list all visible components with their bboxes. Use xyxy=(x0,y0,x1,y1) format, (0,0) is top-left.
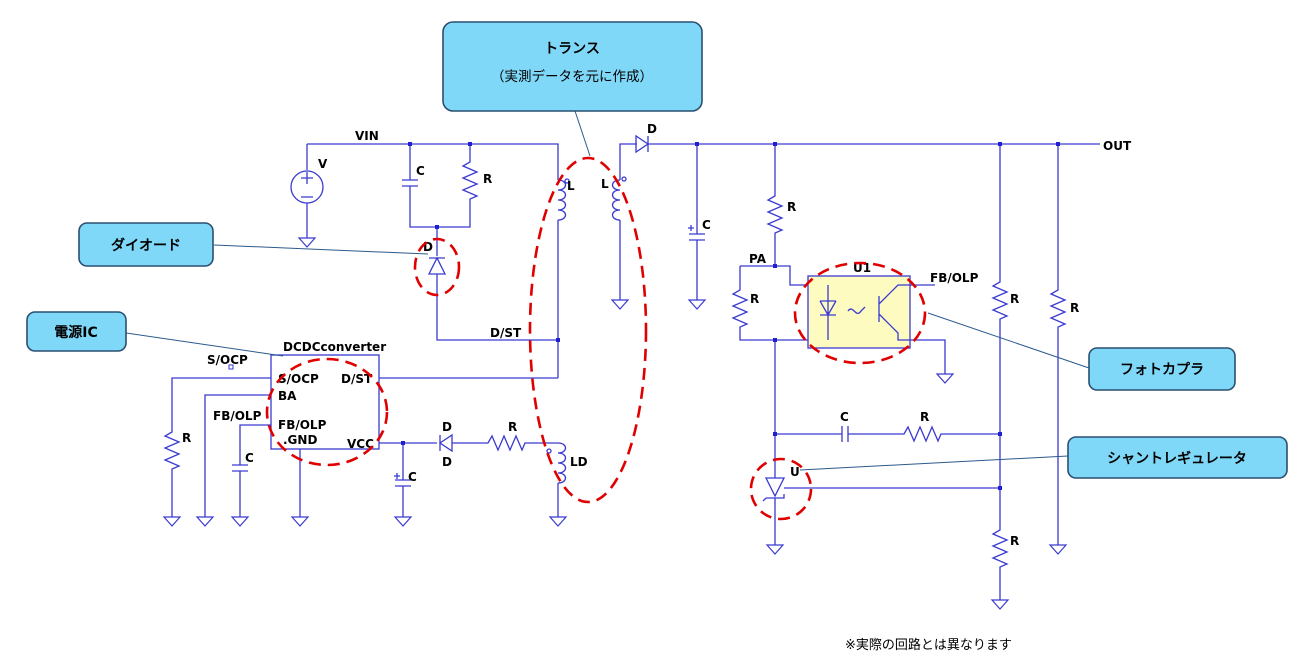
power-ic-highlight xyxy=(265,357,389,467)
divider-bottom-r-label: R xyxy=(1010,534,1019,548)
ic-pin-socp: S/OCP xyxy=(278,372,319,386)
shunt-regulator-highlight xyxy=(749,457,813,521)
ic-pin-dst: D/ST xyxy=(341,372,373,386)
u1-label: U1 xyxy=(853,261,871,275)
output-d-label: D xyxy=(647,122,657,136)
transformer-highlight xyxy=(528,156,648,504)
callout-diode: ダイオード xyxy=(78,222,214,267)
shunt-regulator xyxy=(762,434,1000,555)
output-c-label: C xyxy=(702,218,711,232)
ic-name-label: DCDCconverter xyxy=(283,340,386,354)
callout-shunt-regulator: シャントレギュレータ xyxy=(1067,436,1288,479)
callout-transformer: トランス （実測データを元に作成） xyxy=(442,21,703,112)
primary-winding xyxy=(557,178,570,378)
net-socp-label: S/OCP xyxy=(207,353,248,367)
callout-power-ic: 電源IC xyxy=(26,311,127,352)
input-source xyxy=(290,143,559,248)
pa-label: PA xyxy=(749,252,767,266)
primary-l-label: L xyxy=(567,179,575,193)
out-label: OUT xyxy=(1103,139,1132,153)
ocp-r-label: R xyxy=(182,431,191,445)
diode-leader xyxy=(213,244,429,255)
vcc-d-bottom-label: D xyxy=(442,455,452,469)
comp-r-label: R xyxy=(920,410,929,424)
shunt-u-label: U xyxy=(790,465,800,479)
pa-r-label: R xyxy=(787,200,796,214)
pa-shunt-r-label: R xyxy=(750,292,759,306)
callout-photocoupler-text: フォトカプラ xyxy=(1120,362,1204,378)
secondary-winding xyxy=(610,143,637,310)
ic-pin-fbolp: FB/OLP xyxy=(278,418,327,432)
diode-highlight xyxy=(413,237,461,297)
snubber-r-label: R xyxy=(483,172,492,186)
output-capacitor xyxy=(687,144,707,310)
load-r-label: R xyxy=(1070,301,1079,315)
vcc-supply xyxy=(393,433,568,527)
callout-photocoupler: フォトカプラ xyxy=(1088,347,1236,391)
callout-transformer-subtitle: （実測データを元に作成） xyxy=(491,68,653,85)
ld-label: LD xyxy=(570,455,588,469)
vcc-r-label: R xyxy=(508,420,517,434)
photocoupler-leader xyxy=(927,312,1090,369)
divider-top-r-label: R xyxy=(1010,292,1019,306)
junction-dots xyxy=(401,142,1060,490)
shunt-regulator-leader xyxy=(799,455,1069,471)
pa-resistor-chain xyxy=(731,144,808,436)
compensation-network xyxy=(775,425,1000,443)
vcc-c-label: C xyxy=(408,470,417,484)
callout-diode-text: ダイオード xyxy=(111,237,181,254)
ic-pin-gnd: .GND xyxy=(283,433,317,447)
ic-pin-vcc: VCC xyxy=(347,437,374,451)
snubber-c-label: C xyxy=(416,164,425,178)
fbolp-out-label: FB/OLP xyxy=(930,271,979,285)
snubber-rc xyxy=(402,144,479,228)
snubber-d-label: D xyxy=(423,240,433,254)
callout-power-ic-text: 電源IC xyxy=(54,324,97,341)
power-ic-block xyxy=(162,354,558,527)
secondary-l-label: L xyxy=(601,177,609,191)
photocoupler xyxy=(807,275,955,384)
callout-shunt-regulator-text: シャントレギュレータ xyxy=(1107,450,1247,467)
vin-label: VIN xyxy=(355,129,379,143)
photocoupler-highlight xyxy=(793,261,927,365)
net-fbolp-label: FB/OLP xyxy=(213,409,262,423)
transformer-leader xyxy=(574,110,591,157)
divider-resistors xyxy=(990,144,1068,610)
snubber-diode xyxy=(427,227,558,341)
callout-transformer-title: トランス xyxy=(544,41,600,57)
output-rail xyxy=(635,134,1100,154)
net-dst-label: D/ST xyxy=(490,326,522,340)
vcc-d-top-label: D xyxy=(442,420,452,434)
source-label: V xyxy=(318,157,328,171)
disclaimer-note: ※実際の回路とは異なります xyxy=(845,637,1012,653)
ic-pin-ba: BA xyxy=(278,389,297,403)
comp-c-label: C xyxy=(840,410,849,424)
power-ic-leader xyxy=(125,332,284,357)
fbolp-c-label: C xyxy=(245,451,254,465)
